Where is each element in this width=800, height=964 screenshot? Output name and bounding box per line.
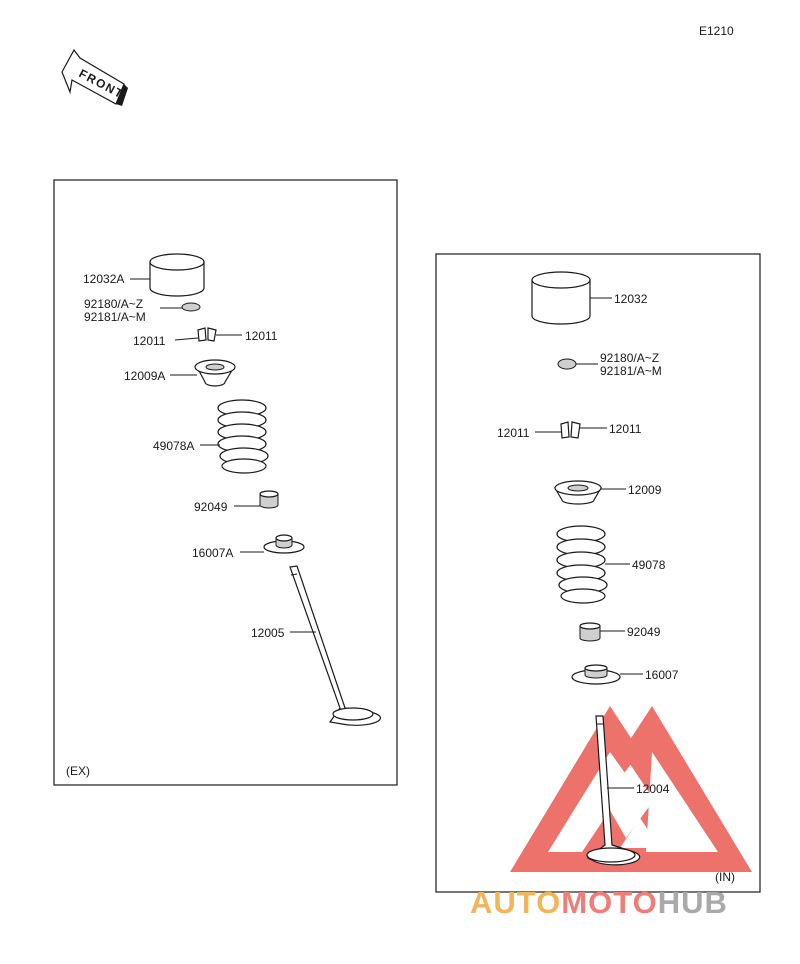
ex-seal <box>259 490 279 509</box>
ex-seal-label: 92049 <box>194 500 228 514</box>
watermark-auto: AUTO <box>470 885 561 920</box>
ex-keeper-right-label: 12011 <box>245 329 278 343</box>
ex-tappet-label: 12032A <box>83 272 124 286</box>
ex-shim <box>181 302 201 312</box>
in-seat-label: 16007 <box>645 668 679 682</box>
ex-spring-label: 49078A <box>153 439 194 453</box>
ex-seat <box>263 534 305 554</box>
ex-retainer-label: 12009A <box>124 369 165 383</box>
ex-seat-label: 16007A <box>192 546 233 560</box>
in-valve-label: 12004 <box>636 782 670 796</box>
ex-retainer <box>194 359 236 387</box>
in-retainer <box>553 480 603 505</box>
in-seal <box>579 622 601 642</box>
watermark-hub: HUB <box>658 885 728 920</box>
in-retainer-label: 12009 <box>628 483 662 497</box>
in-seal-label: 92049 <box>627 625 661 639</box>
in-keeper-right-label: 12011 <box>609 422 642 436</box>
in-keepers <box>560 421 581 439</box>
ex-tappet <box>149 253 205 297</box>
ex-shim-label-1: 92180/A~Z <box>84 297 143 311</box>
intake-panel <box>435 253 761 893</box>
in-valve <box>586 715 641 866</box>
exhaust-tag: (EX) <box>66 764 90 778</box>
ex-valve <box>289 565 381 726</box>
ex-keepers <box>197 327 217 342</box>
ex-shim-label-2: 92181/A~M <box>84 310 146 324</box>
diagram-code: E1210 <box>699 24 734 38</box>
in-shim-label-2: 92181/A~M <box>600 364 662 378</box>
intake-tag: (IN) <box>715 870 735 884</box>
in-keeper-left-label: 12011 <box>497 426 530 440</box>
in-shim-label-1: 92180/A~Z <box>600 351 659 365</box>
watermark-moto: MOTO <box>561 885 657 920</box>
front-arrow-icon: FRONT <box>61 48 128 106</box>
in-spring-label: 49078 <box>632 558 666 572</box>
exhaust-panel <box>53 179 398 786</box>
ex-keeper-left-label: 12011 <box>133 334 166 348</box>
watermark-text: AUTOMOTOHUB <box>470 885 728 920</box>
in-spring <box>556 525 608 604</box>
in-tappet <box>531 271 591 325</box>
in-tappet-label: 12032 <box>614 292 648 306</box>
in-seat <box>571 664 621 685</box>
in-shim <box>557 358 577 370</box>
watermark-logo <box>510 706 752 872</box>
ex-valve-label: 12005 <box>251 626 285 640</box>
ex-spring <box>217 399 269 474</box>
